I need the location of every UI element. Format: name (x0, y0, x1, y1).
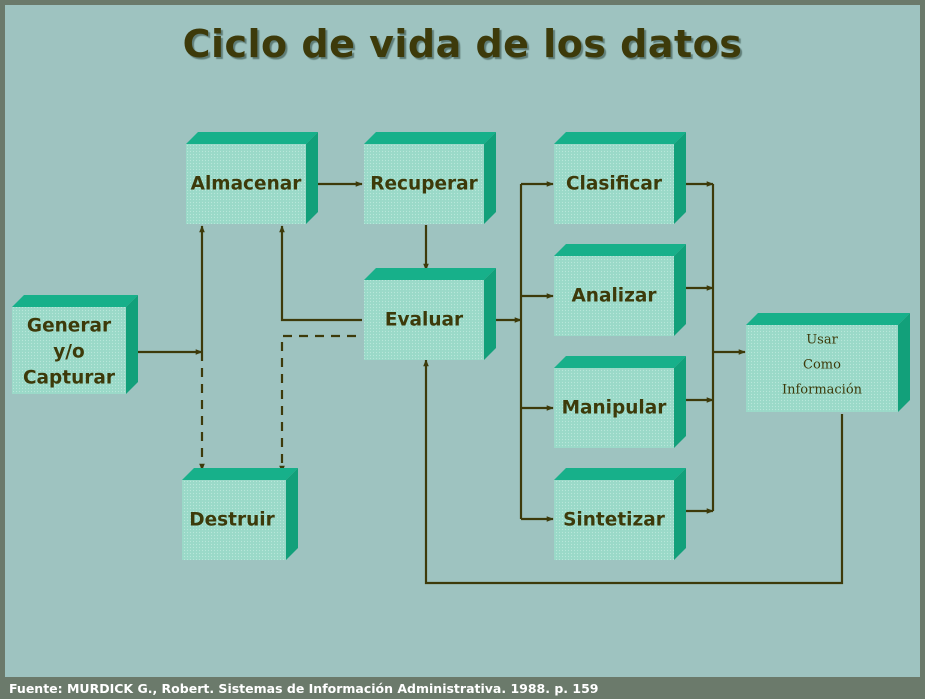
source-footer: Fuente: MURDICK G., Robert. Sistemas de … (0, 679, 925, 699)
edge-usar-evaluar (423, 359, 844, 585)
node-recuperar-label: Recuperar (370, 174, 478, 195)
node-generar-label-2: y/o (53, 342, 85, 363)
diagram-title: Ciclo de vida de los datos (182, 22, 743, 66)
node-generar-label-1: Generar (27, 316, 112, 337)
node-generar-label-3: Capturar (23, 368, 116, 389)
edge-evaluar-destruir (279, 334, 356, 473)
node-almacenar-label: Almacenar (191, 174, 303, 195)
node-clasificar-label: Clasificar (566, 174, 663, 195)
node-usar-label-1: Usar (806, 333, 838, 348)
node-analizar-label: Analizar (571, 286, 657, 307)
node-manipular-label: Manipular (562, 398, 668, 419)
node-usar: Usar Como Información (746, 313, 910, 412)
node-destruir: Destruir (182, 468, 298, 560)
node-analizar: Analizar (554, 244, 686, 336)
node-sintetizar-label: Sintetizar (563, 510, 666, 531)
node-clasificar: Clasificar (554, 132, 686, 224)
node-manipular: Manipular (554, 356, 686, 448)
node-almacenar: Almacenar (186, 132, 318, 224)
edge-evaluar-almacenar (279, 225, 362, 322)
node-usar-label-3: Información (782, 383, 863, 398)
node-destruir-label: Destruir (189, 510, 275, 531)
node-usar-label-2: Como (803, 358, 841, 373)
node-evaluar: Evaluar (364, 268, 496, 360)
node-generar: Generar y/o Capturar (12, 295, 138, 394)
flow-diagram: Almacenar Recuperar Clasificar Analizar … (12, 132, 910, 585)
node-evaluar-label: Evaluar (385, 310, 464, 331)
node-recuperar: Recuperar (364, 132, 496, 224)
node-sintetizar: Sintetizar (554, 468, 686, 560)
